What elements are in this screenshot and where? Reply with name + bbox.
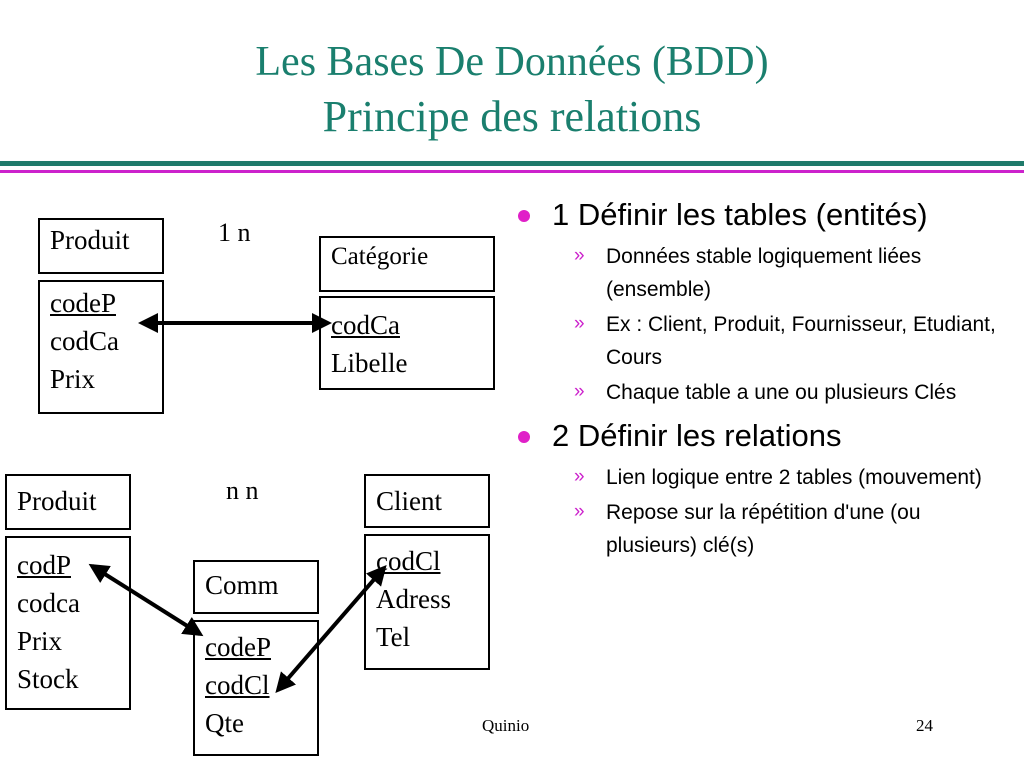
foreign-key-field: codeP <box>205 632 271 662</box>
chevron-right-icon: » <box>574 501 585 522</box>
table-categorie-fields: codCa Libelle <box>319 296 495 390</box>
table-produit-header: Produit <box>38 218 164 274</box>
bullet-dot-icon <box>518 431 530 443</box>
table-comm-fields: codeP codCl Qte <box>193 620 319 756</box>
slide-title: Les Bases De Données (BDD) <box>255 39 769 85</box>
table-client-header: Client <box>364 474 490 528</box>
sub-bullet-item: » Lien logique entre 2 tables (mouvement… <box>510 459 1010 494</box>
footer-page-number: 24 <box>916 716 933 735</box>
footer-author: Quinio <box>482 716 530 735</box>
sub-bullet-text: Données stable logiquement liées (ensemb… <box>606 245 922 301</box>
sub-bullet-text: Repose sur la répétition d'une (ou plusi… <box>606 501 921 557</box>
sub-bullet-item: » Ex : Client, Produit, Fournisseur, Etu… <box>510 306 1010 374</box>
table-name: Comm <box>205 570 279 600</box>
table-field: codca <box>17 588 80 618</box>
table-field: Tel <box>376 622 411 652</box>
table-field: codCa <box>50 326 119 356</box>
cardinality-n-n: n n <box>226 476 259 505</box>
primary-key-field: codeP <box>50 288 116 318</box>
table-name: Produit <box>17 486 97 516</box>
table-produit2-fields: codP codca Prix Stock <box>5 536 131 710</box>
bullet-list: 1 Définir les tables (entités) » Données… <box>510 196 1010 562</box>
sub-bullet-text: Lien logique entre 2 tables (mouvement) <box>606 466 982 489</box>
bullet-item: 1 Définir les tables (entités) <box>510 196 1010 234</box>
sub-bullet-text: Ex : Client, Produit, Fournisseur, Etudi… <box>606 313 996 369</box>
table-field: Libelle <box>331 348 408 378</box>
slide-subtitle: Principe des relations <box>322 92 702 141</box>
divider-teal <box>0 161 1024 166</box>
table-field: Stock <box>17 664 79 694</box>
bullet-text: 1 Définir les tables (entités) <box>552 197 928 232</box>
table-client-fields: codCl Adress Tel <box>364 534 490 670</box>
bullet-item: 2 Définir les relations <box>510 417 1010 455</box>
table-field: Prix <box>50 364 96 394</box>
bullet-text: 2 Définir les relations <box>552 418 842 453</box>
sub-bullet-text: Chaque table a une ou plusieurs Clés <box>606 381 957 404</box>
divider-magenta <box>0 170 1024 173</box>
table-name: Client <box>376 486 442 516</box>
primary-key-field: codCa <box>331 310 400 340</box>
bullet-dot-icon <box>518 210 530 222</box>
chevron-right-icon: » <box>574 245 585 266</box>
chevron-right-icon: » <box>574 381 585 402</box>
table-produit2-header: Produit <box>5 474 131 530</box>
sub-bullet-item: » Chaque table a une ou plusieurs Clés <box>510 374 1010 409</box>
table-field: Adress <box>376 584 451 614</box>
table-categorie-header: Catégorie <box>319 236 495 292</box>
table-produit-fields: codeP codCa Prix <box>38 280 164 414</box>
table-comm-header: Comm <box>193 560 319 614</box>
primary-key-field: codP <box>17 550 71 580</box>
table-name: Catégorie <box>331 243 429 270</box>
sub-bullet-item: » Données stable logiquement liées (ense… <box>510 238 1010 306</box>
chevron-right-icon: » <box>574 313 585 334</box>
table-name: Produit <box>50 225 130 255</box>
cardinality-1-n: 1 n <box>218 218 251 247</box>
sub-bullet-item: » Repose sur la répétition d'une (ou plu… <box>510 494 1010 562</box>
table-field: Prix <box>17 626 63 656</box>
chevron-right-icon: » <box>574 466 585 487</box>
primary-key-field: codCl <box>376 546 441 576</box>
table-field: Qte <box>205 708 244 738</box>
foreign-key-field: codCl <box>205 670 270 700</box>
